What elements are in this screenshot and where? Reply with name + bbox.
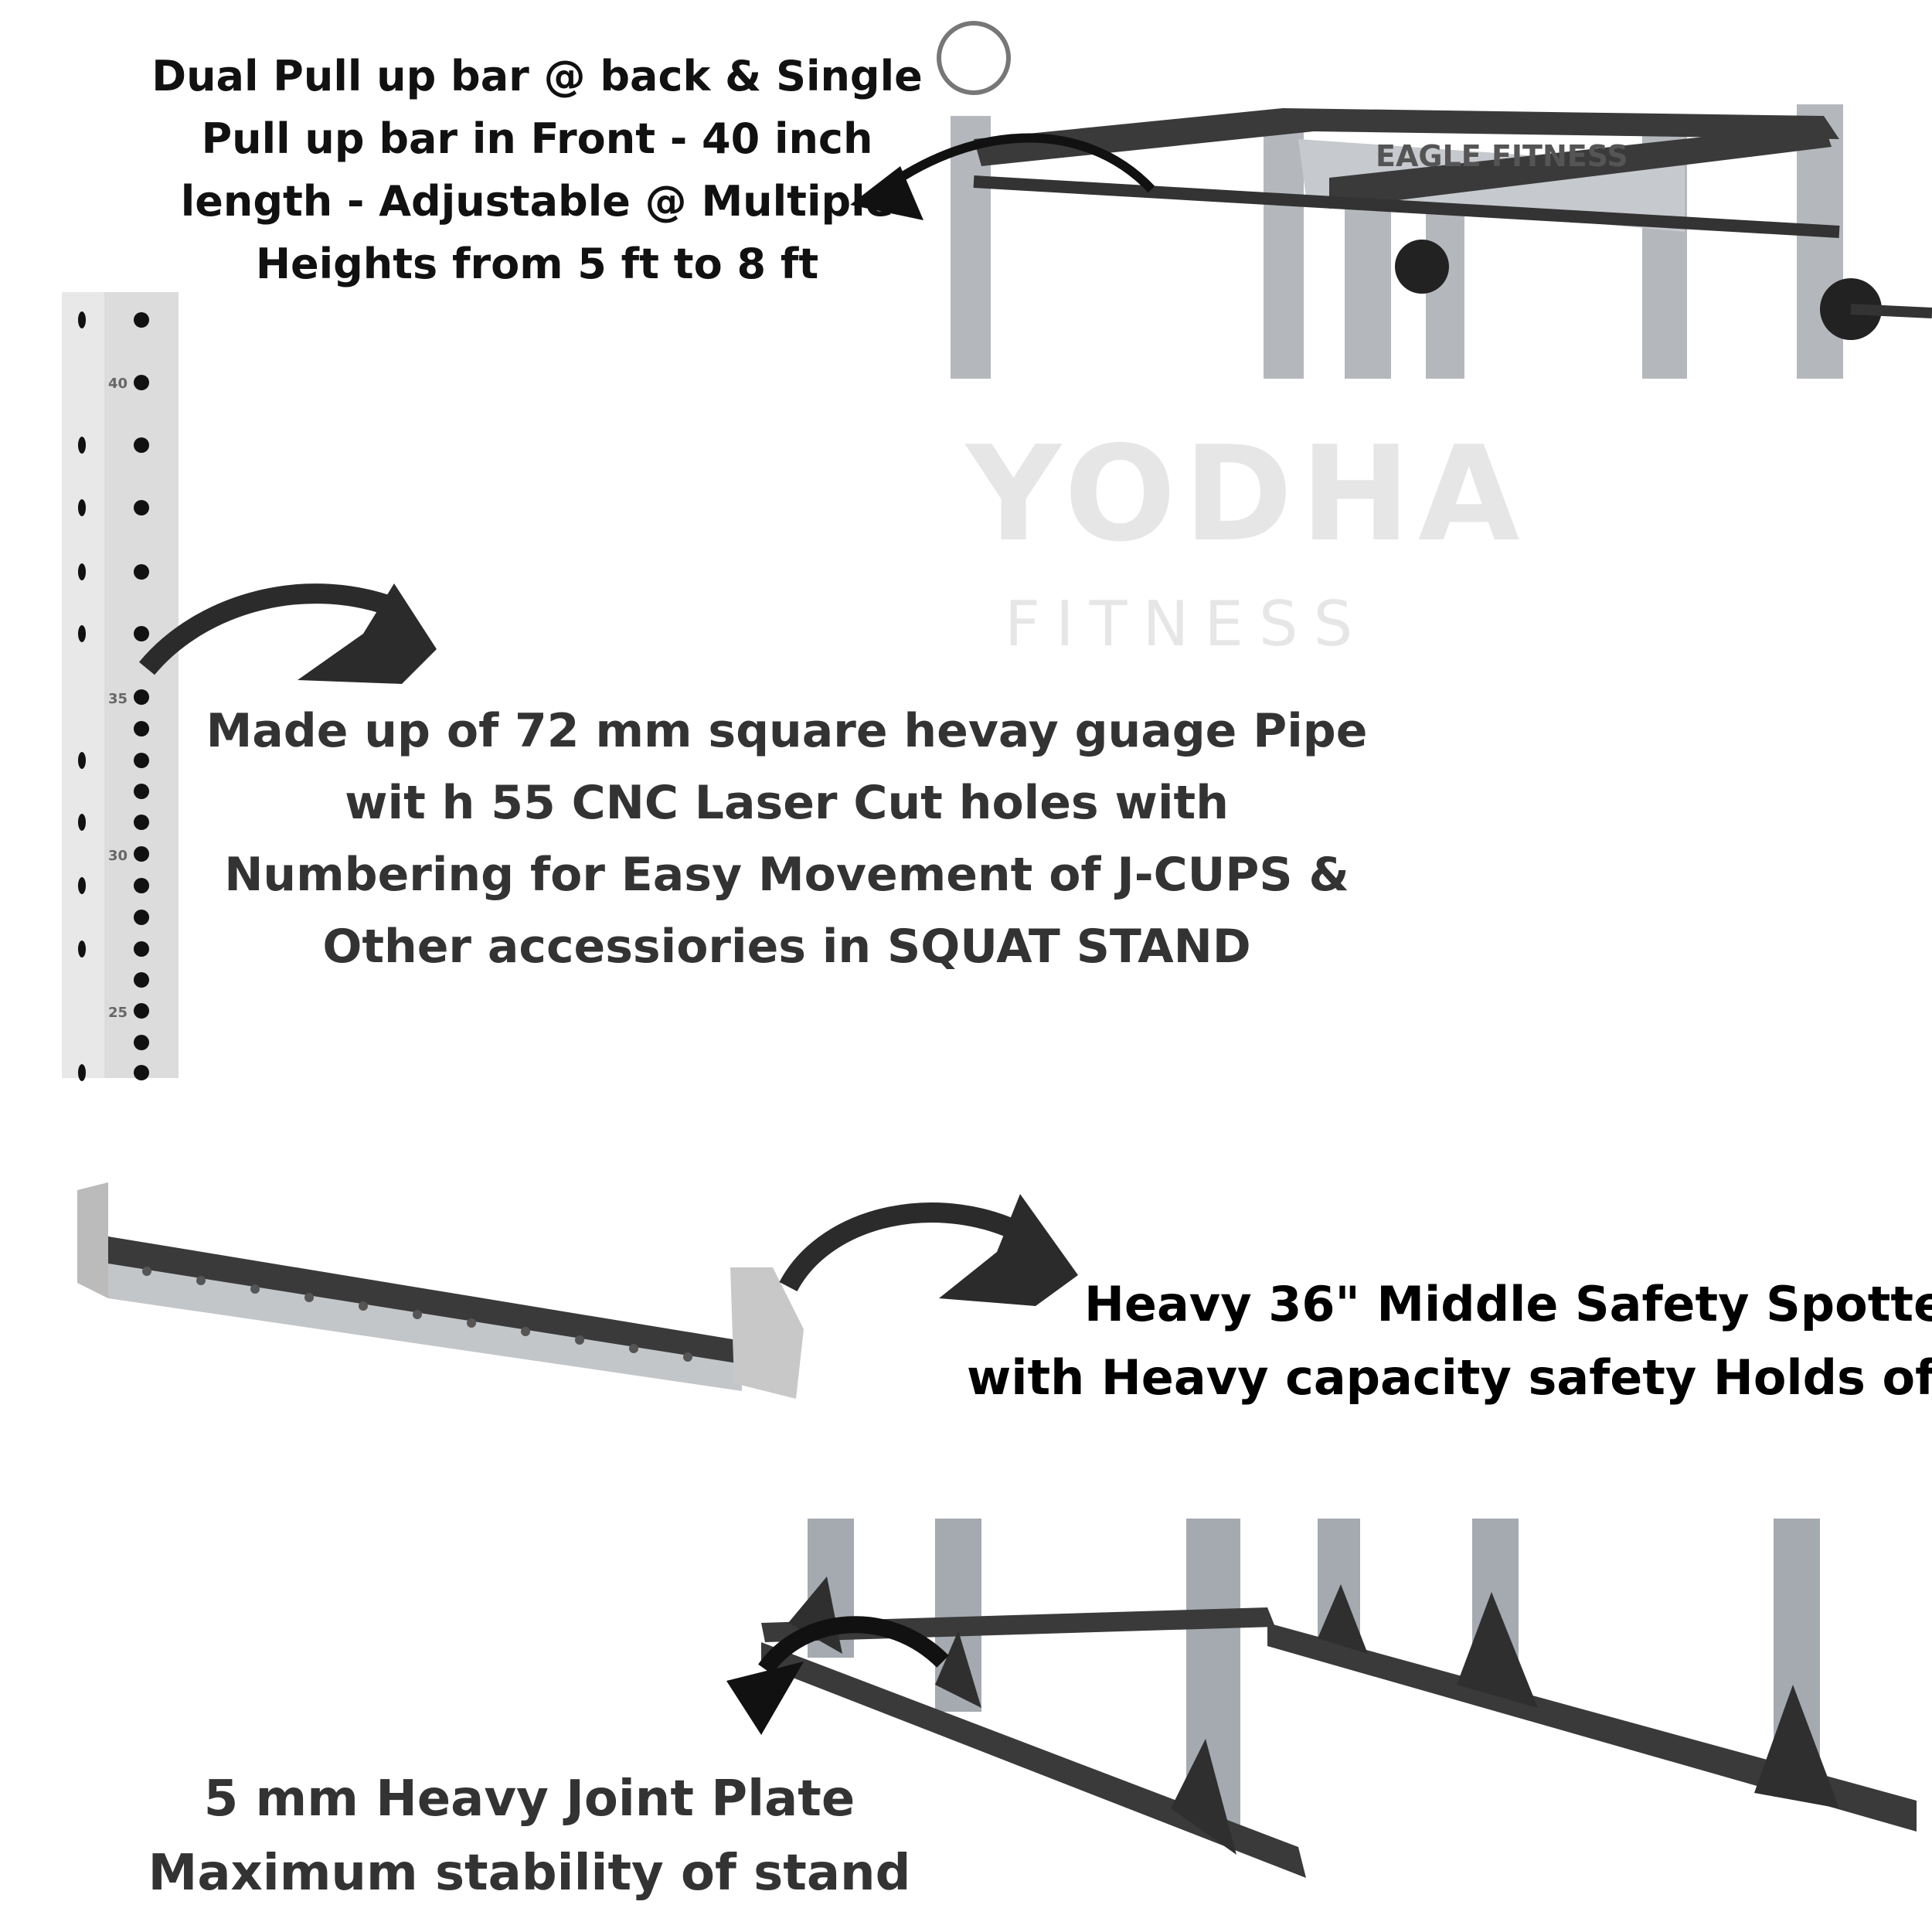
callout-line: length - Adjustable @ Multiple bbox=[180, 177, 894, 226]
safety-spotter-image bbox=[77, 1182, 1078, 1399]
pipe-number: 30 bbox=[108, 848, 128, 864]
callout-pipe: Made up of 72 mm square hevay guage Pipe… bbox=[206, 696, 1368, 983]
callout-line: Heights from 5 ft to 8 ft bbox=[255, 240, 819, 288]
pipe-number: 25 bbox=[108, 1005, 128, 1021]
watermark-brand: YODHA bbox=[966, 418, 1528, 571]
callout-line: Other accessiories in SQUAT STAND bbox=[322, 920, 1251, 974]
callout-line: Made up of 72 mm square hevay guage Pipe bbox=[206, 704, 1368, 758]
pipe-column-image: 40 35 30 25 bbox=[62, 292, 437, 1081]
rack-base-image bbox=[726, 1519, 1917, 1878]
pipe-number: 35 bbox=[108, 691, 128, 707]
callout-line: Maximum stability of stand bbox=[148, 1845, 911, 1902]
callout-line: Numbering for Easy Movement of J-CUPS & bbox=[224, 848, 1349, 902]
callout-spotter-line2: with Heavy capacity safety Holds of l bbox=[967, 1349, 1932, 1406]
callout-line: wit h 55 CNC Laser Cut holes with bbox=[345, 776, 1229, 830]
rack-top-image: EAGLE FITNESS bbox=[850, 21, 1932, 379]
callout-spotter-line1: Heavy 36" Middle Safety Spotter bbox=[1084, 1276, 1932, 1332]
pipe-number: 40 bbox=[108, 376, 128, 392]
callout-pullup-bar: Dual Pull up bar @ back & Single Pull up… bbox=[151, 45, 922, 295]
callout-joint-plate: 5 mm Heavy Joint Plate Maximum stability… bbox=[148, 1762, 911, 1910]
rack-logo: EAGLE FITNESS bbox=[1376, 139, 1628, 173]
callout-line: Dual Pull up bar @ back & Single bbox=[151, 52, 923, 100]
callout-line: 5 mm Heavy Joint Plate bbox=[203, 1770, 855, 1828]
watermark-sub: FITNESS bbox=[1005, 588, 1369, 660]
callout-line: Pull up bar in Front - 40 inch bbox=[201, 114, 873, 163]
